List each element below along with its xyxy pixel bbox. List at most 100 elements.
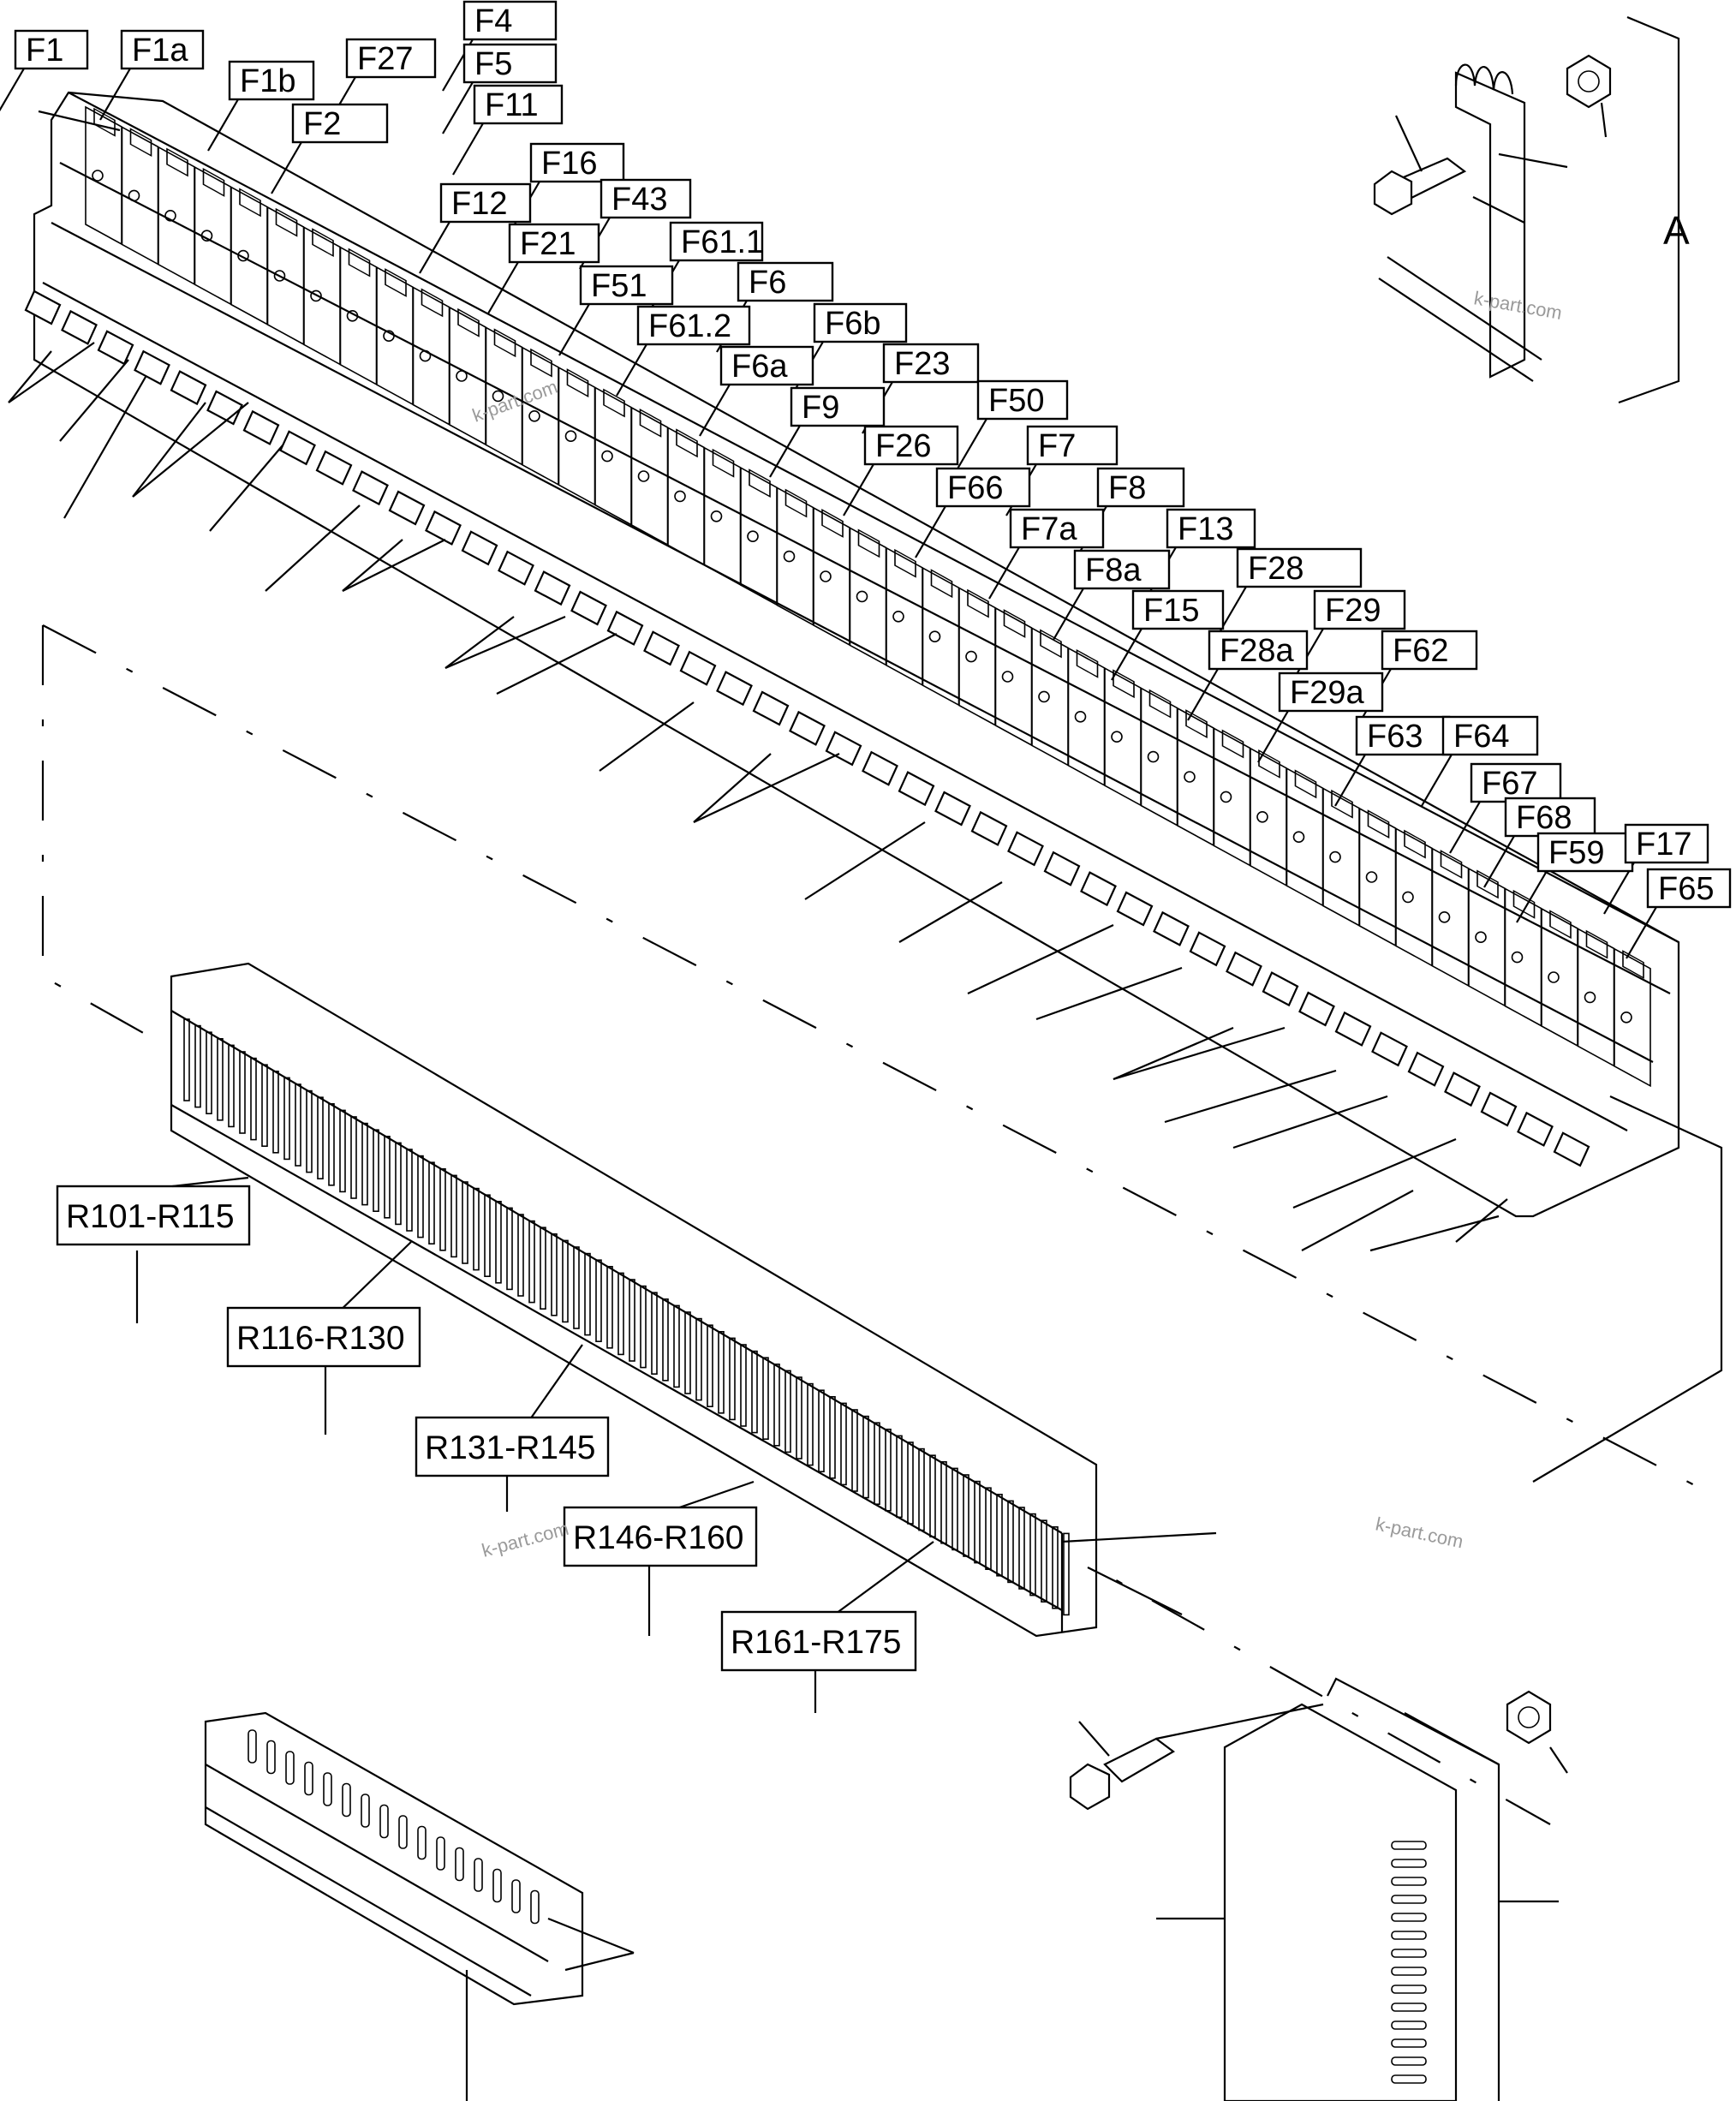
fuse-callout-label: F2 <box>303 106 341 142</box>
fuse-callout-label: F5 <box>474 46 512 82</box>
fuse-clip <box>242 409 280 445</box>
leader-line <box>1053 588 1084 641</box>
rail-slots <box>248 1729 540 1925</box>
clip-pointer <box>209 445 283 532</box>
relay-tooth <box>584 1252 591 1336</box>
relay-tooth <box>540 1227 546 1310</box>
fuse-callout: F65 <box>1646 868 1732 909</box>
fuse-callout: F1a <box>120 29 205 70</box>
fuse-callout-label: F68 <box>1516 800 1572 836</box>
fuse-clip <box>1480 1091 1518 1127</box>
fuse-callout: F29 <box>1313 589 1406 630</box>
fuse-callout-label: F7a <box>1021 511 1077 547</box>
fuse-clip <box>1262 971 1299 1007</box>
leader-line <box>419 221 450 274</box>
clip-pointer <box>1301 1190 1414 1251</box>
relay-terminal-teeth <box>183 1018 1070 1616</box>
relay-callouts: R101-R115R116-R130R131-R145R146-R160R161… <box>56 1176 934 1713</box>
fuse-callout-label: F65 <box>1658 871 1714 907</box>
fuse-callout-label: F64 <box>1453 719 1509 755</box>
clip-pointer <box>1232 1095 1388 1149</box>
clip-pointer <box>59 359 129 442</box>
relay-tooth <box>796 1376 802 1459</box>
fuse-callout: F1b <box>228 60 315 101</box>
fuse-callout: F27 <box>345 38 437 79</box>
clip-pointer <box>1113 1026 1234 1081</box>
fuse-callout: F50 <box>976 379 1069 421</box>
fuse-callout: F28 <box>1236 547 1363 588</box>
relay-tooth <box>194 1024 201 1108</box>
fuse-callout-label: F15 <box>1143 593 1199 629</box>
fuse-callout: F13 <box>1166 508 1256 549</box>
fuse-callout: F9 <box>790 386 886 427</box>
fuse-callout: F64 <box>1441 715 1539 756</box>
relay-tooth <box>272 1071 279 1154</box>
leader-line <box>1626 906 1657 959</box>
relay-tooth <box>506 1207 513 1291</box>
relay-tooth <box>484 1194 491 1277</box>
fuse-clip <box>1517 1111 1554 1147</box>
fuse-callout-label: F26 <box>875 428 931 464</box>
duct-slot <box>1391 1895 1427 1904</box>
relay-tooth <box>851 1409 858 1492</box>
fuse-callout-label: F63 <box>1367 719 1423 755</box>
duct-slot <box>1391 1985 1427 1994</box>
relay-tooth <box>573 1246 580 1329</box>
fuse-clip <box>1553 1131 1590 1167</box>
fuse-callout-label: F51 <box>591 268 647 304</box>
relay-tooth <box>885 1429 892 1512</box>
relay-tooth <box>640 1285 647 1369</box>
relay-tooth <box>395 1142 402 1226</box>
fuse-clip <box>606 610 644 646</box>
fuse-rail-assembly <box>24 91 1680 1218</box>
nut-icon <box>1566 54 1612 109</box>
fuse-callout: F12 <box>439 182 532 224</box>
fuse-callout-label: F1b <box>240 63 295 99</box>
relay-range-callout: R101-R115 <box>56 1176 251 1323</box>
relay-tooth <box>829 1396 836 1479</box>
clip-pointer <box>898 881 1003 943</box>
relay-tooth <box>729 1337 736 1421</box>
fuse-callout: F5 <box>462 43 558 84</box>
duct-slot <box>1391 1949 1427 1958</box>
fuse-callout-label: F6b <box>825 306 880 342</box>
relay-range-callout: R116-R130 <box>226 1241 421 1435</box>
clip-pointer <box>1455 1198 1508 1243</box>
fuse-clip <box>1226 951 1262 987</box>
clip-pointer <box>1292 1137 1457 1209</box>
fuse-clip <box>315 450 353 486</box>
leader-line <box>1421 754 1453 807</box>
detail-letter: A <box>1663 208 1690 253</box>
relay-tooth <box>328 1103 335 1186</box>
rail-slot <box>361 1794 370 1828</box>
clip-pointer <box>444 615 566 670</box>
fuse-callout: F43 <box>600 178 692 219</box>
fuse-callout-label: F61.1 <box>681 224 764 260</box>
fuse-callout-label: F12 <box>451 186 507 222</box>
fuse-callout: F66 <box>935 467 1031 508</box>
relay-tooth <box>339 1109 346 1193</box>
fuse-clip <box>679 650 717 686</box>
duct-slot <box>1391 1877 1427 1886</box>
duct-slot <box>1391 2003 1427 2012</box>
fuse-callout-label: F17 <box>1636 827 1691 862</box>
relay-tooth <box>317 1096 324 1179</box>
relay-tooth <box>206 1031 212 1114</box>
fuse-callout: F26 <box>863 425 959 466</box>
fuse-callout: F61.2 <box>636 305 751 346</box>
fuse-callout-label: F23 <box>894 346 950 382</box>
relay-tooth <box>183 1018 190 1101</box>
relay-tooth <box>874 1422 880 1505</box>
fuse-callout: F11 <box>473 84 564 125</box>
leader-line <box>0 68 25 112</box>
duct-slot <box>1391 1967 1427 1976</box>
relay-tooth <box>840 1402 847 1486</box>
fuse-callout: F59 <box>1536 832 1634 873</box>
fuse-callout-label: F50 <box>988 383 1044 419</box>
rail-slot <box>304 1761 313 1796</box>
fuse-clip <box>862 750 898 786</box>
relay-tooth <box>907 1441 914 1525</box>
fuse-clip <box>789 710 826 746</box>
relay-tooth <box>250 1057 257 1141</box>
